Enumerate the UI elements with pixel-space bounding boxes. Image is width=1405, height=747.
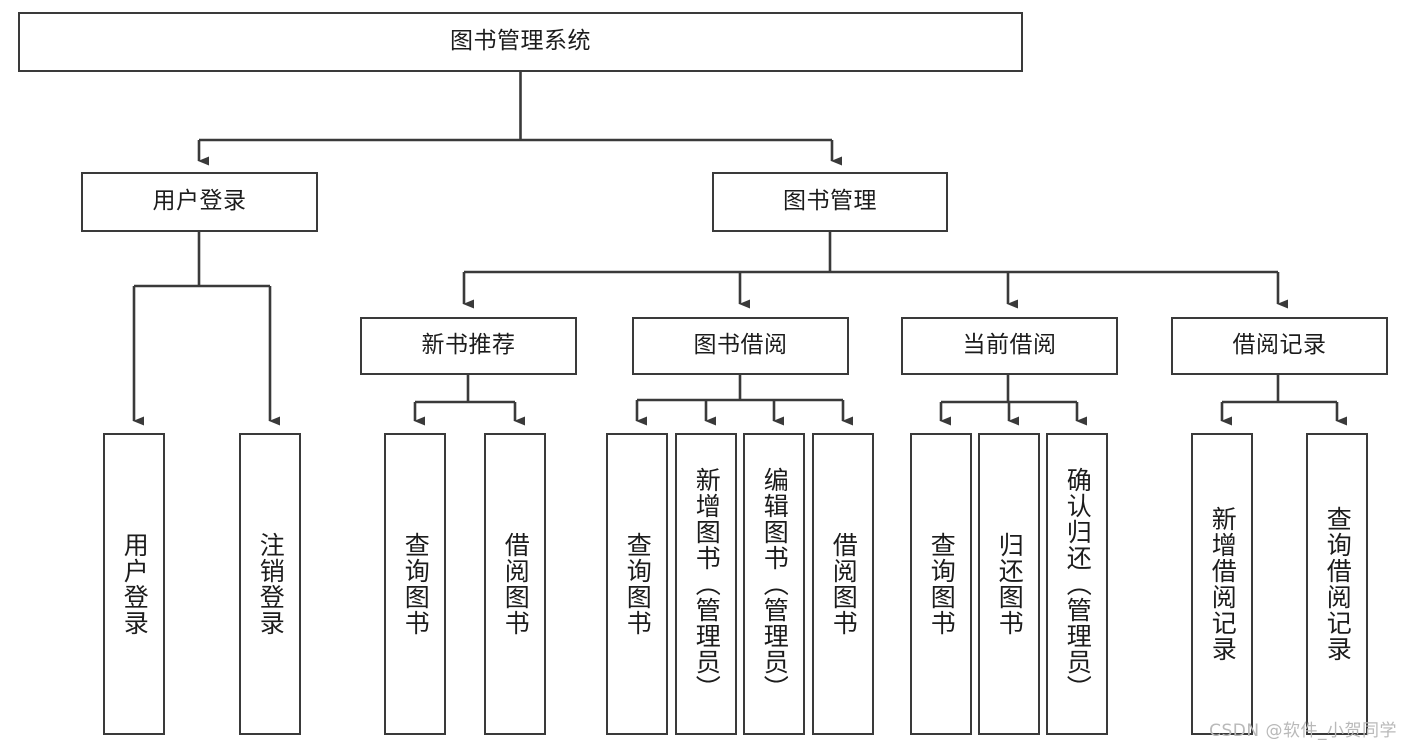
node-new-book-rec[interactable]: 新书推荐 <box>360 317 577 375</box>
leaf-edit-book-label: 编辑图书（管理员） <box>760 467 790 701</box>
leaf-query-book-1-label: 查询图书 <box>401 532 431 636</box>
leaf-query-book-3[interactable]: 查询图书 <box>910 433 972 735</box>
leaf-query-record-label: 查询借阅记录 <box>1323 506 1353 662</box>
node-borrow-record-label: 借阅记录 <box>1232 332 1327 359</box>
leaf-add-record[interactable]: 新增借阅记录 <box>1191 433 1253 735</box>
node-root-label: 图书管理系统 <box>450 28 591 55</box>
node-current-borrow-label: 当前借阅 <box>962 332 1057 359</box>
node-new-book-rec-label: 新书推荐 <box>421 332 516 359</box>
node-root[interactable]: 图书管理系统 <box>18 12 1023 72</box>
leaf-borrow-book-1[interactable]: 借阅图书 <box>484 433 546 735</box>
leaf-logout[interactable]: 注销登录 <box>239 433 301 735</box>
leaf-logout-label: 注销登录 <box>256 532 286 636</box>
node-book-borrow-label: 图书借阅 <box>693 332 788 359</box>
node-book-manage-label: 图书管理 <box>783 188 877 215</box>
leaf-query-book-3-label: 查询图书 <box>927 532 957 636</box>
leaf-borrow-book-2[interactable]: 借阅图书 <box>812 433 874 735</box>
csdn-watermark: CSDN @软件_小贺同学 <box>1209 721 1397 741</box>
leaf-borrow-book-2-label: 借阅图书 <box>829 532 859 636</box>
leaf-query-book-1[interactable]: 查询图书 <box>384 433 446 735</box>
node-book-manage[interactable]: 图书管理 <box>712 172 948 232</box>
leaf-query-book-2[interactable]: 查询图书 <box>606 433 668 735</box>
leaf-add-record-label: 新增借阅记录 <box>1208 506 1238 662</box>
node-user-login[interactable]: 用户登录 <box>81 172 318 232</box>
leaf-add-book[interactable]: 新增图书（管理员） <box>675 433 737 735</box>
leaf-borrow-book-1-label: 借阅图书 <box>501 532 531 636</box>
leaf-return-book-label: 归还图书 <box>995 532 1025 636</box>
leaf-user-login[interactable]: 用户登录 <box>103 433 165 735</box>
leaf-confirm-return[interactable]: 确认归还（管理员） <box>1046 433 1108 735</box>
leaf-return-book[interactable]: 归还图书 <box>978 433 1040 735</box>
leaf-add-book-label: 新增图书（管理员） <box>692 467 722 701</box>
leaf-edit-book[interactable]: 编辑图书（管理员） <box>743 433 805 735</box>
leaf-query-record[interactable]: 查询借阅记录 <box>1306 433 1368 735</box>
leaf-confirm-return-label: 确认归还（管理员） <box>1063 467 1093 701</box>
leaf-user-login-label: 用户登录 <box>120 532 150 636</box>
node-book-borrow[interactable]: 图书借阅 <box>632 317 849 375</box>
leaf-query-book-2-label: 查询图书 <box>623 532 653 636</box>
node-current-borrow[interactable]: 当前借阅 <box>901 317 1118 375</box>
node-borrow-record[interactable]: 借阅记录 <box>1171 317 1388 375</box>
node-user-login-label: 用户登录 <box>152 188 247 215</box>
